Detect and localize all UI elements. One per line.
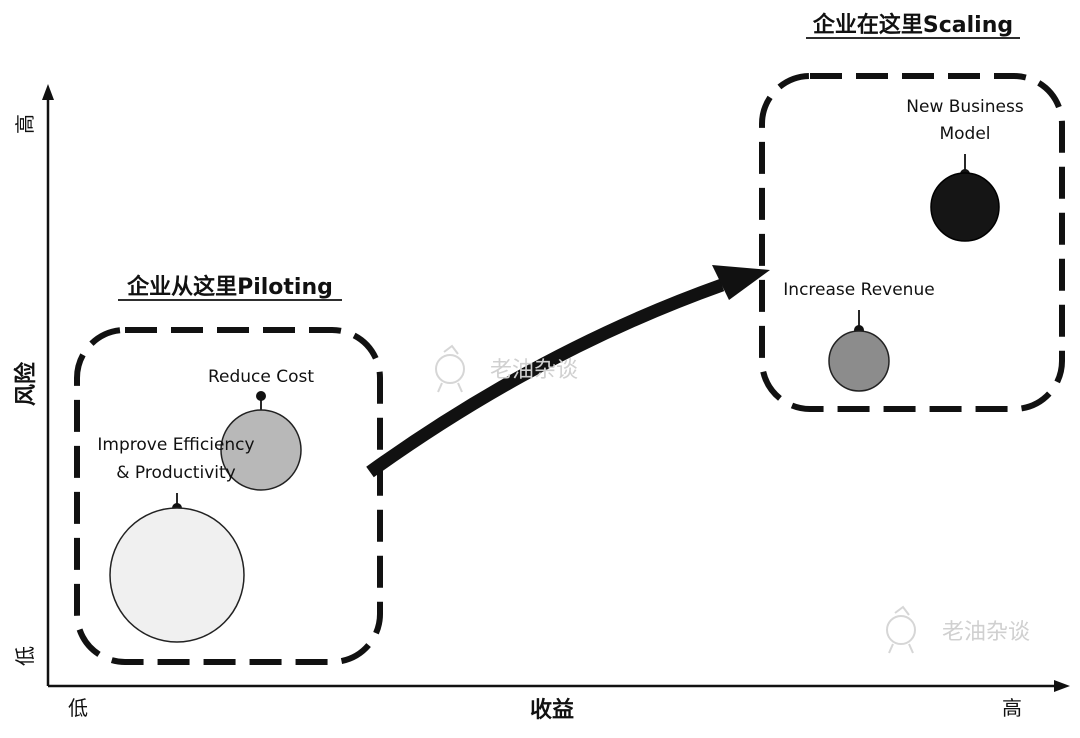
increase-revenue-bubble [828, 330, 890, 392]
improve-efficiency-bubble [109, 507, 245, 643]
scaling-zone-box [759, 73, 1065, 412]
y-axis-low-label: 低 [13, 646, 37, 666]
reduce-cost-dot [256, 391, 266, 401]
watermark-logo-icon [886, 605, 916, 654]
reduce-cost-label: Reduce Cost [208, 367, 314, 387]
watermark-center: 老油杂谈 [435, 344, 578, 393]
new-business-model-label-line1: New Business [906, 97, 1024, 117]
improve-efficiency-label-line2: & Productivity [116, 463, 235, 483]
reduce-cost-bubble [220, 409, 302, 491]
piloting-zone-title: 企业从这里Piloting [126, 274, 333, 300]
y-axis-arrowhead [42, 84, 54, 100]
increase-revenue-label: Increase Revenue [783, 280, 934, 300]
watermark-logo-icon [435, 344, 465, 393]
new-business-model-label-line2: Model [939, 124, 990, 144]
improve-efficiency-label-line1: Improve Efficiency [97, 435, 254, 455]
y-axis-high-label: 高 [13, 114, 37, 134]
x-axis-low-label: 低 [68, 696, 88, 720]
x-axis-label: 收益 [530, 697, 574, 723]
watermark-text: 老油杂谈 [942, 620, 1030, 645]
watermark-bottom-right: 老油杂谈 [886, 605, 1030, 654]
transition-arrow-head [712, 265, 770, 300]
new-business-model-bubble [930, 172, 1000, 242]
transition-arrow-shaft [366, 278, 725, 478]
watermark-text: 老油杂谈 [490, 358, 578, 383]
scaling-zone-title: 企业在这里Scaling [812, 12, 1013, 38]
x-axis-arrowhead [1054, 680, 1070, 692]
piloting-zone-box [74, 327, 383, 665]
y-axis-label: 风险 [13, 361, 39, 406]
x-axis-high-label: 高 [1002, 696, 1022, 720]
